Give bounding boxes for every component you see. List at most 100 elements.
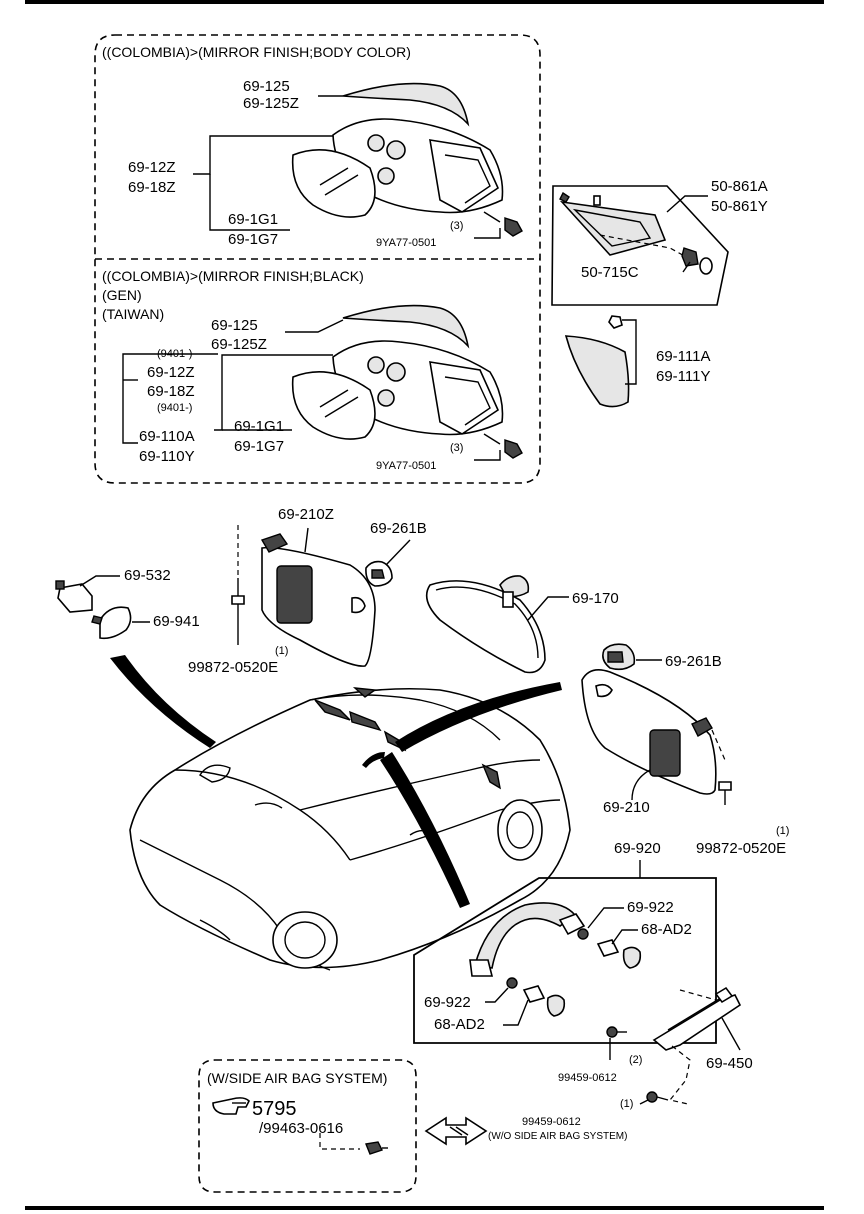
screw-icon-lower — [483, 433, 523, 459]
label-69-1g1-lower: 69-1G1 — [234, 418, 284, 435]
assist-grip-box — [413, 877, 717, 1044]
hook-part — [91, 606, 132, 640]
label-69-110a: 69-110A — [139, 428, 195, 445]
sweep-small — [362, 752, 385, 768]
leader-69450 — [721, 1017, 741, 1051]
leader-69922-upper — [587, 907, 624, 929]
label-69-1g7-upper: 69-1G7 — [228, 231, 278, 248]
group2-title: ((COLOMBIA)>(MIRROR FINISH;BLACK) — [102, 268, 364, 284]
label-69-210: 69-210 — [603, 799, 650, 816]
rear-view-mirror — [425, 575, 546, 674]
leader-9ya77-lower — [474, 450, 501, 461]
label-99872-left: 99872-0520E — [188, 659, 278, 676]
map-lamp-part — [55, 580, 93, 613]
leader-69111 — [622, 319, 637, 385]
bracket-dash-top — [679, 989, 717, 1001]
leader-691g1-lower — [214, 354, 333, 431]
bracket-dash — [668, 1045, 691, 1105]
label-69-125-upper: 69-125 — [243, 78, 290, 95]
label-69-920: 69-920 — [614, 840, 661, 857]
label-qty2: (2) — [629, 1054, 642, 1066]
label-69-941: 69-941 — [153, 613, 200, 630]
visor-screw-right — [718, 781, 732, 805]
label-69-125z-upper: 69-125Z — [243, 95, 299, 112]
leader-bracket-lower — [122, 353, 218, 444]
triangle-garnish — [559, 191, 713, 275]
label-68-ad2-upper: 68-AD2 — [641, 921, 692, 938]
leader-69532 — [79, 575, 120, 587]
label-69-12z-upper: 69-12Z — [128, 159, 176, 176]
leader-69125-lower — [285, 319, 344, 333]
label-50-861y: 50-861Y — [711, 198, 768, 215]
label-9ya77-upper: 9YA77-0501 — [376, 237, 436, 249]
label-69-532: 69-532 — [124, 567, 171, 584]
label-qty1-left: (1) — [275, 645, 288, 657]
leader-69170 — [527, 596, 569, 621]
leader-69922-lower — [485, 987, 509, 1003]
clip-upper — [577, 928, 642, 969]
double-arrow-icon — [424, 1116, 488, 1146]
clip-lower — [506, 977, 566, 1017]
label-99459-lower: 99459-0612 — [522, 1116, 581, 1128]
sweep-bottom — [380, 752, 470, 908]
group2-line2: (GEN) — [102, 287, 142, 303]
label-69-261b-right: 69-261B — [665, 653, 722, 670]
label-69-110y: 69-110Y — [139, 448, 195, 465]
sun-visor-left — [260, 533, 376, 667]
label-50-861a: 50-861A — [711, 178, 768, 195]
assist-grip — [469, 902, 586, 977]
side-air-bag-ref: 5795 — [252, 1098, 297, 1120]
screw-icon-upper — [483, 211, 523, 237]
side-air-bag-sub: /99463-0616 — [259, 1120, 343, 1137]
label-99459-upper: 99459-0612 — [558, 1072, 617, 1084]
mirror-cover-upper — [342, 82, 470, 127]
visor-hinge-left — [260, 533, 289, 553]
label-69-1g1-upper: 69-1G1 — [228, 211, 278, 228]
pointing-hand-icon — [212, 1097, 250, 1115]
visor-holder-right — [602, 643, 636, 671]
screw-99459-lower — [639, 1091, 669, 1105]
leader-691g1-upper — [209, 174, 290, 231]
leader-68ad2-lower — [503, 999, 529, 1026]
label-9ya77-lower: 9YA77-0501 — [376, 460, 436, 472]
label-68-ad2-lower: 68-AD2 — [434, 1016, 485, 1033]
leader-69261b-top — [385, 539, 411, 566]
visor-hinge-right — [691, 717, 713, 737]
label-9401-a: (9401-) — [157, 348, 192, 360]
clip-icon — [681, 247, 699, 267]
label-qty1-right: (1) — [776, 825, 789, 837]
outer-mirror-assembly-upper — [291, 82, 523, 237]
label-qty1-bottom: (1) — [620, 1098, 633, 1110]
label-50-715c: 50-715C — [581, 264, 639, 281]
label-9401-b: (9401-) — [157, 402, 192, 414]
outer-mirror-assembly-lower — [291, 304, 523, 459]
mirror-cover-lower — [342, 304, 470, 349]
curtain-bracket — [652, 986, 742, 1051]
label-wo-side-air-bag: (W/O SIDE AIR BAG SYSTEM) — [488, 1131, 627, 1142]
label-69-450: 69-450 — [706, 1055, 753, 1072]
label-69-922-upper: 69-922 — [627, 899, 674, 916]
leader-6912z-upper — [193, 135, 333, 175]
mirror-glass-lower — [291, 371, 376, 440]
label-69-261b-top: 69-261B — [370, 520, 427, 537]
label-69-125z-lower: 69-125Z — [211, 336, 267, 353]
leader-50715c — [682, 261, 691, 273]
label-69-12z-lower: 69-12Z — [147, 364, 195, 381]
leader-9ya77-upper — [474, 228, 501, 239]
label-69-18z-upper: 69-18Z — [128, 179, 176, 196]
label-69-1g7-lower: 69-1G7 — [234, 438, 284, 455]
group2-line3: (TAIWAN) — [102, 306, 164, 322]
label-69-111a: 69-111A — [656, 348, 711, 365]
door-mirror-garnish — [564, 315, 630, 408]
side-air-bag-title: (W/SIDE AIR BAG SYSTEM) — [207, 1070, 387, 1086]
label-69-922-lower: 69-922 — [424, 994, 471, 1011]
visor-screw-left — [231, 578, 245, 645]
label-99872-right: 99872-0520E — [696, 840, 786, 857]
screw-99459-upper — [606, 1026, 627, 1060]
label-qty3-lower: (3) — [450, 442, 463, 454]
mirror-group-box — [94, 34, 541, 484]
label-69-210z: 69-210Z — [278, 506, 334, 523]
side-air-bag-box — [198, 1059, 417, 1193]
sweep-right — [395, 682, 562, 752]
